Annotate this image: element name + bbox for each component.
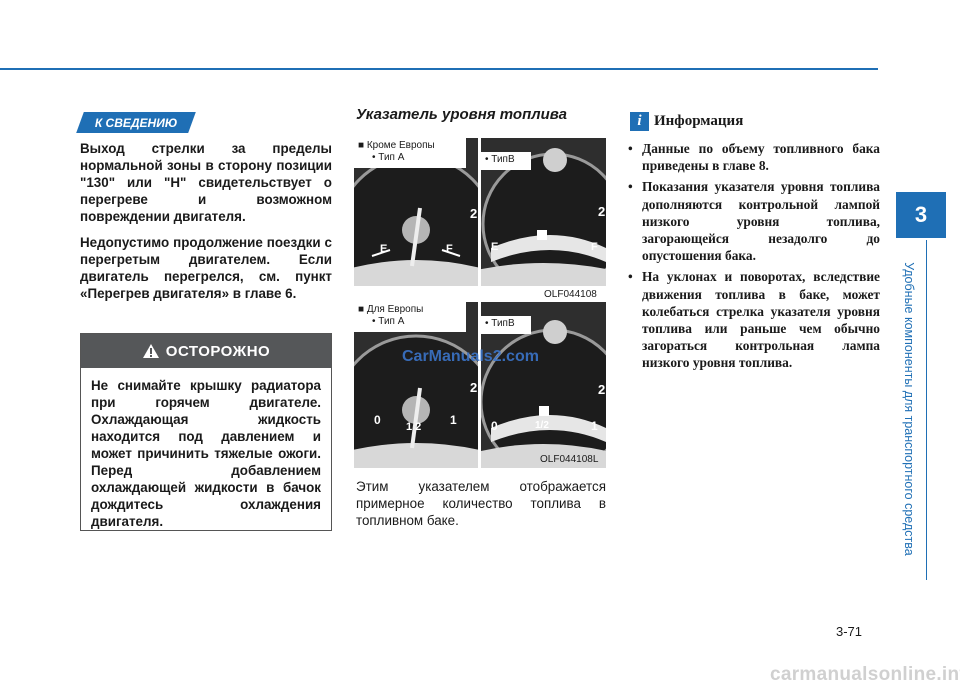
- svg-text:0: 0: [374, 413, 381, 427]
- chapter-title: Удобные компоненты для транспортного сре…: [902, 262, 916, 556]
- figure2-type-b-label: • ТипB: [485, 318, 515, 329]
- info-list-item: Данные по объему топливного бака приведе…: [626, 140, 880, 174]
- site-watermark: carmanualsonline.info: [770, 664, 960, 685]
- chapter-number-tab: 3: [896, 192, 946, 238]
- caption-box: ■ Для Европы • Тип A: [354, 302, 466, 332]
- figure-overlay-watermark: CarManuals2.com: [402, 348, 539, 365]
- notice-paragraph: Недопустимо продолжение поездки с перегр…: [80, 235, 332, 301]
- header-rule: [0, 68, 878, 70]
- warning-header: ОСТОРОЖНО: [81, 334, 331, 368]
- caption-box: ■ Кроме Европы • Тип A: [354, 138, 466, 168]
- svg-text:1 2: 1 2: [406, 421, 421, 433]
- notice-tag-label: К СВЕДЕНИЮ: [94, 115, 178, 130]
- gauge-panel-type-b: E F 2 • ТипB: [481, 138, 606, 286]
- notice-paragraph: Выход стрелки за пределы нормальной зоны…: [80, 141, 332, 224]
- figure1-group-label: ■ Кроме Европы: [358, 140, 435, 151]
- figure2-group-label: ■ Для Европы: [358, 304, 424, 315]
- svg-text:F: F: [591, 241, 598, 253]
- svg-text:2: 2: [470, 206, 477, 221]
- gauge-panel-eu-type-a: 0 1 2 1 2 ■ Для Европы • Тип A: [354, 302, 478, 468]
- info-list-item: Показания указателя уровня топлива допол…: [626, 178, 880, 264]
- chapter-number: 3: [914, 202, 928, 227]
- svg-text:0: 0: [491, 419, 498, 433]
- info-icon-letter: i: [637, 113, 642, 129]
- chapter-title-tab: Удобные компоненты для транспортного сре…: [896, 244, 922, 574]
- svg-text:2: 2: [470, 380, 477, 395]
- svg-text:2: 2: [598, 382, 605, 397]
- info-icon: i: [630, 112, 649, 131]
- svg-text:E: E: [380, 243, 387, 255]
- info-list-item: На уклонах и поворотах, вследствие движе…: [626, 268, 880, 371]
- figure1-type-a-label: • Тип A: [372, 152, 405, 163]
- notice-text: Выход стрелки за пределы нормальной зоны…: [80, 140, 332, 311]
- info-list: Данные по объему топливного бака приведе…: [626, 140, 880, 376]
- info-title: Информация: [654, 113, 744, 129]
- caption-box: • ТипB: [481, 316, 531, 334]
- gauge-panel-eu-type-b: 0 1/2 1 2 • ТипB: [481, 302, 606, 468]
- fuel-gauge-title: Указатель уровня топлива: [356, 106, 567, 123]
- page-number: 3-71: [836, 624, 863, 639]
- warning-text: Не снимайте крышку радиатора при горячем…: [91, 378, 321, 529]
- svg-text:1/2: 1/2: [535, 420, 549, 431]
- warning-title: ОСТОРОЖНО: [165, 342, 271, 360]
- gauge-panel-type-a: E F 2 ■ Кроме Европы • Тип A: [354, 138, 478, 286]
- caption-box: • ТипB: [481, 152, 531, 170]
- chapter-tab-line: [926, 240, 927, 580]
- figure1-code: OLF044108: [544, 289, 597, 300]
- svg-text:1: 1: [591, 419, 598, 433]
- svg-text:1: 1: [450, 413, 457, 427]
- warning-box: ОСТОРОЖНО Не снимайте крышку радиатора п…: [80, 333, 332, 531]
- figure2-type-a-label: • Тип A: [372, 316, 405, 327]
- warning-triangle-icon: [142, 344, 159, 358]
- fuel-gauge-figures: E F 2 ■ Кроме Европы • Тип A E F 2 • Тип…: [354, 138, 606, 470]
- figure1-type-b-label: • ТипB: [485, 154, 515, 165]
- svg-text:F: F: [446, 243, 453, 255]
- figure2-code: OLF044108L: [540, 454, 599, 465]
- notice-tag: К СВЕДЕНИЮ: [76, 112, 196, 133]
- svg-text:E: E: [491, 241, 498, 253]
- svg-text:2: 2: [598, 204, 605, 219]
- fuel-gauge-description: Этим указателем отображается примерное к…: [356, 479, 606, 528]
